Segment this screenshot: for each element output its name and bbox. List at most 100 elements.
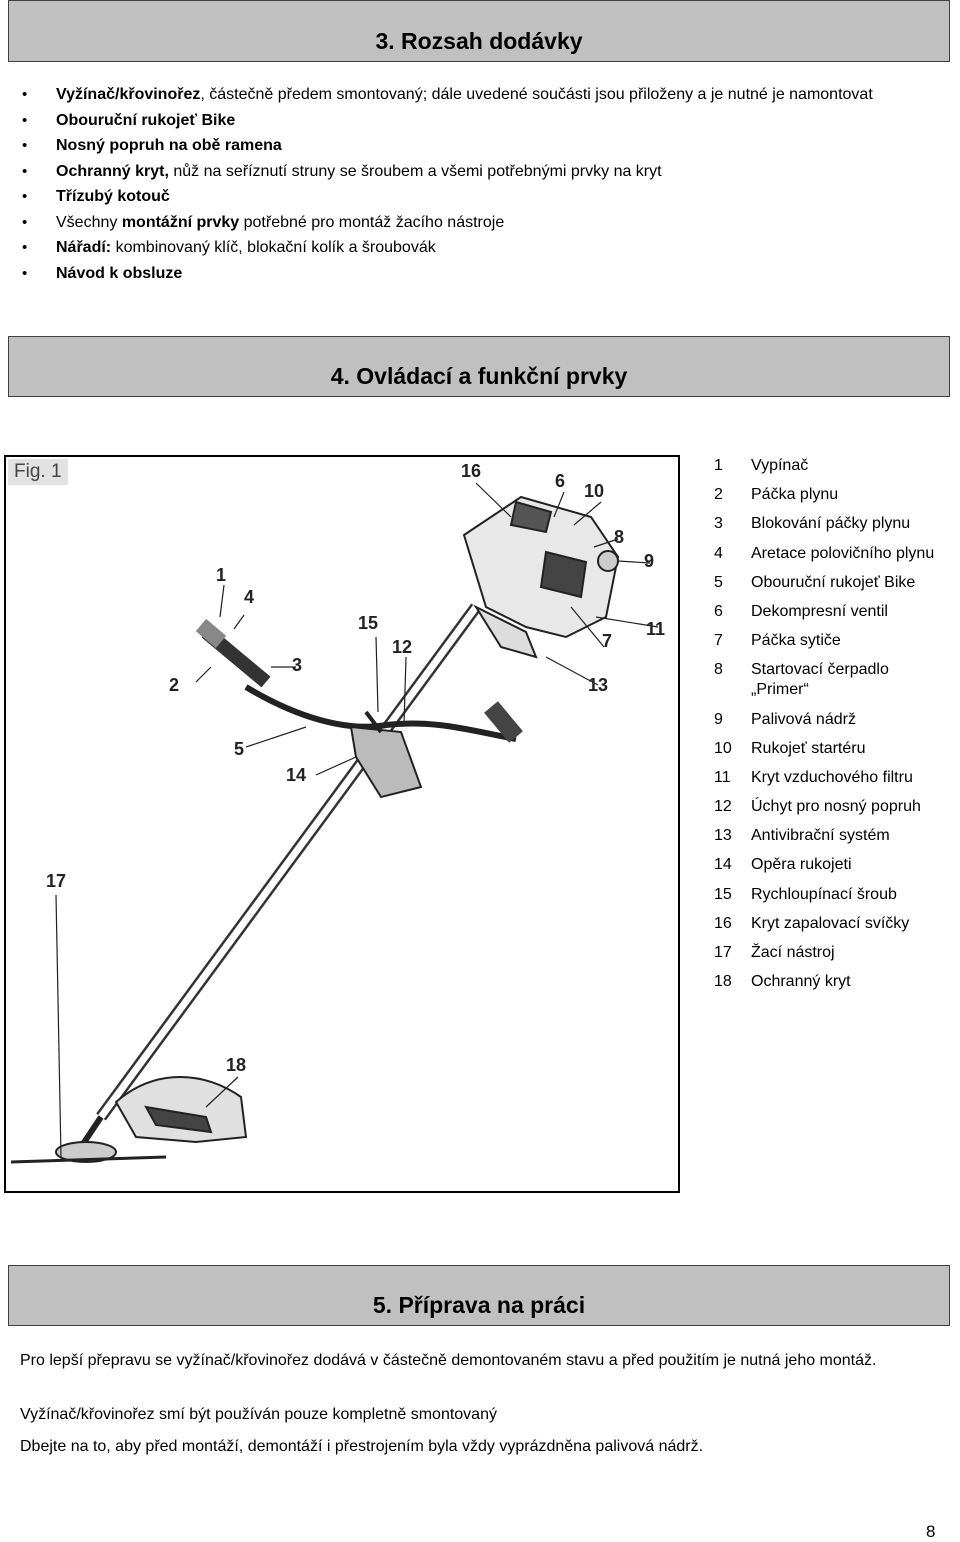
part-number: 12 [714,798,732,816]
list-item: 3 Blokování páčky plynu [714,514,960,534]
item-bold: Obouruční rukojeť Bike [56,111,236,129]
part-number: 5 [714,573,723,591]
list-item: Ochranný kryt, nůž na seříznutí struny s… [22,163,902,180]
list-item: 1 Vypínač [714,456,960,476]
section-3-title: 3. Rozsah dodávky [375,28,583,54]
list-item: Nářadí: kombinovaný klíč, blokační kolík… [22,239,902,256]
part-number: 7 [714,632,723,650]
part-label: Opěra rukojeti [751,856,852,874]
part-label: Aretace polovičního plynu [751,544,935,562]
list-item: 18 Ochranný kryt [714,972,960,992]
list-item: 7 Páčka sytiče [714,631,960,651]
part-label: Rukojeť startéru [751,739,866,757]
callout-2: 2 [169,675,179,695]
callout-11: 11 [646,619,665,639]
section-5-header: 5. Příprava na práci [8,1265,950,1326]
list-item: 16 Kryt zapalovací svíčky [714,914,960,934]
item-bold: Nosný popruh na obě ramena [56,137,282,154]
callout-6: 6 [555,471,565,491]
delivery-list: Vyžínač/křovinořez, částečně předem smon… [22,86,902,290]
fuel-cap [597,550,619,572]
part-label: Páčka sytiče [751,632,841,650]
part-number: 8 [714,661,723,679]
part-label: Blokování páčky plynu [751,515,911,533]
part-label: Kryt zapalovací svíčky [751,914,910,932]
figure-label: Fig. 1 [8,459,68,485]
list-item: 13 Antivibrační systém [714,826,960,846]
part-number: 15 [714,885,732,903]
item-bold: Třízubý kotouč [56,188,170,205]
section-3-header: 3. Rozsah dodávky [8,0,950,62]
item-bold: Ochranný kryt, [56,162,169,180]
list-item: 6 Dekompresní ventil [714,602,960,622]
callout-4: 4 [244,587,254,607]
part-number: 2 [714,486,723,504]
list-item: 5 Obouruční rukojeť Bike [714,573,960,593]
callout-5: 5 [234,739,244,759]
callout-7: 7 [602,631,612,651]
list-item: 10 Rukojeť startéru [714,739,960,759]
list-item: 17 Žací nástroj [714,943,960,963]
part-label: Úchyt pro nosný popruh [751,798,921,816]
list-item: Obouruční rukojeť Bike [22,112,902,129]
brushcutter-figure: 1 2 3 4 5 6 7 8 9 10 11 12 13 14 15 16 1… [4,455,680,1193]
item-text: Všechny [56,213,122,231]
list-item: Vyžínač/křovinořez, částečně předem smon… [22,86,902,103]
part-number: 13 [714,827,732,845]
section-4-header: 4. Ovládací a funkční prvky [8,336,950,397]
part-number: 10 [714,739,732,757]
part-label: Ochranný kryt [751,973,851,991]
callout-1: 1 [216,565,226,585]
list-item: 14 Opěra rukojeti [714,855,960,875]
part-number: 16 [714,914,732,932]
callout-8: 8 [614,527,624,547]
part-label: Antivibrační systém [751,827,890,845]
item-text: kombinovaný klíč, blokační kolík a šroub… [111,239,436,256]
engine [462,495,620,639]
brushcutter-illustration: 1 2 3 4 5 6 7 8 9 10 11 12 13 14 15 16 1… [10,461,665,1164]
cutting-disc [55,1141,117,1163]
part-number: 18 [714,973,732,991]
handlebar [244,684,517,742]
part-number: 17 [714,944,732,961]
part-label: Palivová nádrž [751,710,856,728]
part-number: 6 [714,602,723,620]
list-item: Nosný popruh na obě ramena [22,137,902,154]
callout-17: 17 [46,871,66,891]
section-5-title: 5. Příprava na práci [372,1292,586,1318]
page-number: 8 [926,1522,936,1541]
part-label: Žací nástroj [751,944,835,961]
callout-10: 10 [584,481,604,501]
item-bold: Vyžínač/křovinořez [56,86,201,103]
item-text: , částečně předem smontovaný; dále uvede… [200,86,873,103]
part-number: 3 [714,515,723,533]
item-bold: montážní prvky [121,213,240,231]
callout-9: 9 [644,551,654,571]
part-sublabel: „Primer“ [751,681,809,699]
section-4-title: 4. Ovládací a funkční prvky [330,363,628,389]
callout-16: 16 [461,461,481,481]
part-label: Vypínač [751,457,809,474]
item-bold: Návod k obsluze [56,264,183,282]
list-item: Všechny montážní prvky potřebné pro mont… [22,214,902,231]
part-label: Dekompresní ventil [751,602,888,620]
part-number: 14 [714,856,732,874]
list-item: Návod k obsluze [22,265,902,282]
callout-14: 14 [286,765,306,785]
paragraph: Dbejte na to, aby před montáží, demontáž… [20,1438,704,1455]
callout-18: 18 [226,1055,246,1075]
item-text: nůž na seříznutí struny se šroubem a vše… [168,162,662,180]
list-item: 12 Úchyt pro nosný popruh [714,797,960,817]
item-bold: Nářadí: [56,239,112,256]
right-grip [484,701,523,743]
part-label: Startovací čerpadlo [751,661,889,679]
callout-15: 15 [358,613,378,633]
part-label: Obouruční rukojeť Bike [751,573,916,591]
list-item: 8 Startovací čerpadlo „Primer“ [714,660,960,700]
part-number: 1 [714,457,723,474]
